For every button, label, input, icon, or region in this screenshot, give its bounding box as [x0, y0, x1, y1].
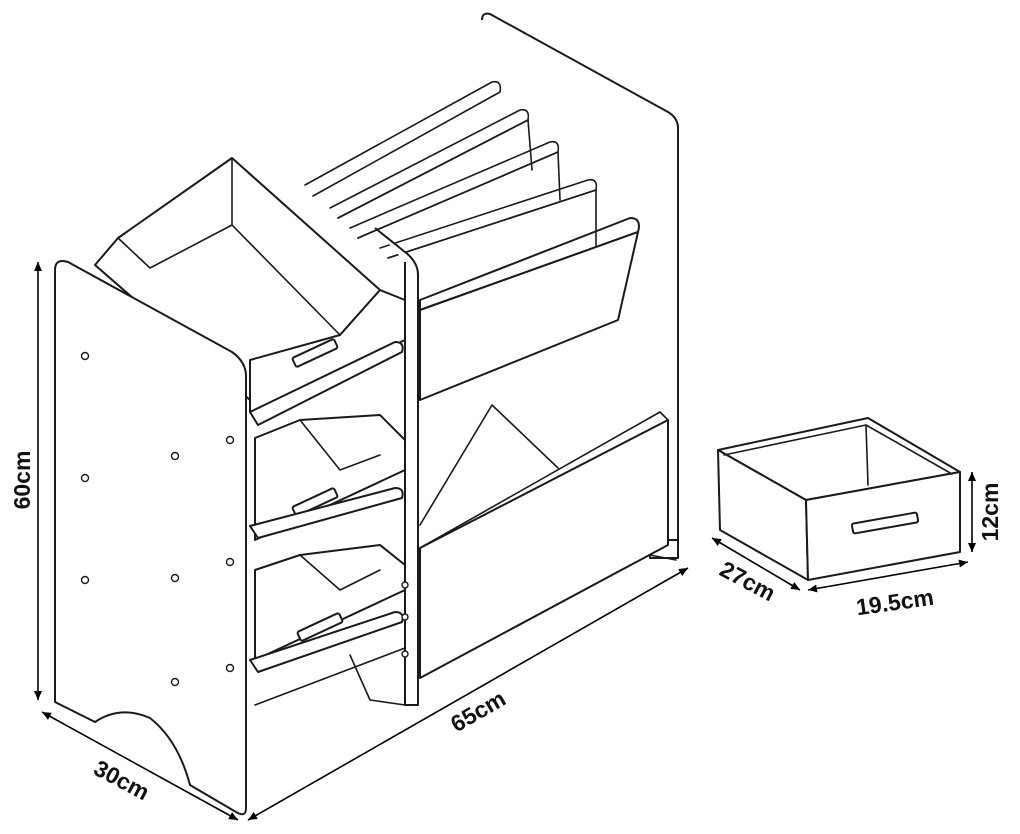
box-width-label: 19.5cm — [854, 584, 935, 621]
left-side-panel — [54, 260, 247, 816]
width-label: 65cm — [446, 685, 510, 737]
box-height-label: 12cm — [977, 483, 1003, 542]
lower-bin — [419, 419, 669, 679]
storage-box — [717, 417, 961, 581]
height-label: 60cm — [9, 451, 35, 510]
depth-label: 30cm — [90, 755, 154, 806]
sling-bins — [304, 80, 640, 401]
storage-shelf-unit — [54, 12, 679, 816]
box-handle — [850, 511, 920, 535]
box-depth-label: 27cm — [716, 556, 780, 607]
